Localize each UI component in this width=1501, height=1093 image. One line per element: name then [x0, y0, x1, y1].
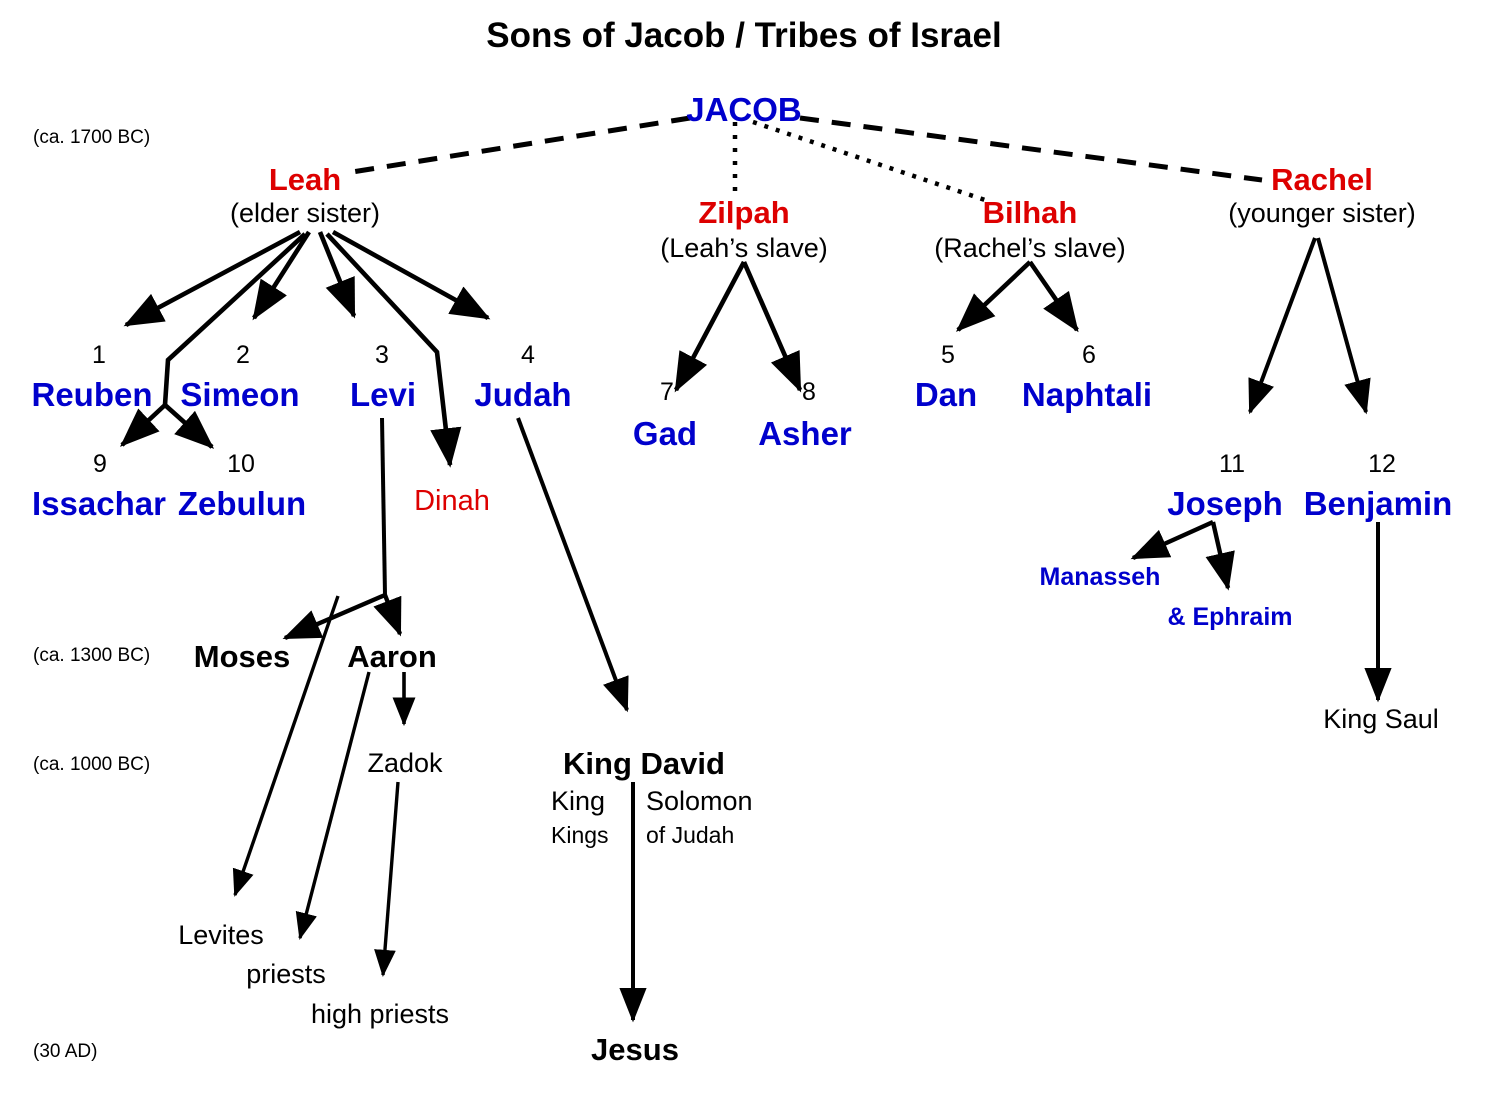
edge-leah-simeon — [252, 230, 311, 321]
edge-aaron-priests — [295, 671, 371, 940]
son-number-3: 3 — [375, 341, 389, 369]
node-jesus: Jesus — [591, 1032, 679, 1067]
king-david-line2-left: King — [551, 786, 606, 816]
king-david-line3-right: of Judah — [646, 822, 735, 848]
era-label-1000bc: (ca. 1000 BC) — [33, 754, 151, 775]
node-zilpah-note: (Leah’s slave) — [660, 233, 828, 263]
son-number-6: 6 — [1082, 341, 1096, 369]
edge-leah-judah — [331, 229, 491, 321]
edge-zadok-high-priests — [374, 781, 400, 978]
node-levites: Levites — [178, 920, 264, 950]
node-gad: Gad — [632, 415, 698, 452]
node-rachel: Rachel — [1271, 162, 1373, 197]
node-rachel-note: (younger sister) — [1228, 198, 1416, 228]
node-judah: Judah — [474, 376, 572, 413]
edge-zilpah-asher — [741, 261, 803, 393]
node-king-saul: King Saul — [1323, 704, 1439, 734]
node-leah-note: (elder sister) — [229, 198, 381, 228]
node-zadok: Zadok — [367, 748, 443, 778]
node-simeon: Simeon — [180, 376, 300, 413]
node-levi: Levi — [349, 376, 417, 413]
edge-bilhah-dan — [955, 260, 1032, 332]
son-number-4: 4 — [521, 341, 535, 369]
edge-jacob-leah — [351, 115, 691, 175]
edge-bilhah-naphtali — [1028, 260, 1079, 333]
node-issachar: Issachar — [32, 485, 166, 522]
era-label-30ad: (30 AD) — [33, 1041, 98, 1062]
son-number-10: 10 — [227, 450, 255, 478]
edge-judah-king-david — [516, 417, 629, 713]
son-number-1: 1 — [92, 341, 106, 369]
son-number-7: 7 — [660, 378, 674, 406]
edge-branch-aaron — [373, 594, 403, 637]
edge-branch-moses — [282, 592, 386, 641]
node-zebulun: Zebulun — [177, 485, 307, 522]
node-jacob: JACOB — [686, 91, 802, 128]
edge-leah-reuben — [123, 229, 302, 328]
node-benjamin: Benjamin — [1303, 485, 1453, 522]
node-priests: priests — [246, 959, 326, 989]
edge-zilpah-gad — [673, 260, 747, 393]
node-high-priests: high priests — [310, 999, 450, 1029]
edge-rachel-joseph — [1248, 237, 1317, 415]
node-aaron: Aaron — [347, 639, 437, 674]
node-leah: Leah — [268, 162, 342, 197]
node-dan: Dan — [914, 376, 978, 413]
edge-joseph-manasseh — [1130, 519, 1214, 561]
king-david-line2-right: Solomon — [646, 786, 753, 816]
node-zilpah: Zilpah — [698, 195, 790, 230]
node-manasseh: Manasseh — [1039, 563, 1161, 591]
node-king-david: King David — [563, 746, 725, 781]
edge-jacob-rachel — [799, 115, 1263, 183]
edge-joseph-ephraim — [1205, 521, 1235, 591]
node-bilhah: Bilhah — [982, 195, 1078, 230]
son-number-2: 2 — [236, 341, 250, 369]
son-number-11: 11 — [1219, 450, 1245, 478]
node-ephraim: & Ephraim — [1167, 603, 1293, 631]
node-reuben: Reuben — [31, 376, 153, 413]
page-title: Sons of Jacob / Tribes of Israel — [486, 16, 1002, 55]
son-number-8: 8 — [802, 378, 816, 406]
edge-jacob-bilhah — [752, 119, 986, 203]
son-number-12: 12 — [1368, 450, 1396, 478]
node-naphtali: Naphtali — [1021, 376, 1153, 413]
edge-rachel-benjamin — [1316, 237, 1371, 415]
node-moses: Moses — [193, 639, 291, 674]
edge-levi-branch — [380, 417, 387, 596]
node-dinah: Dinah — [414, 485, 490, 517]
node-asher: Asher — [758, 415, 852, 452]
era-label-1300bc: (ca. 1300 BC) — [33, 645, 151, 666]
edge-leah-levi — [317, 231, 357, 319]
king-david-line3-left: Kings — [551, 822, 609, 848]
son-number-5: 5 — [941, 341, 955, 369]
era-label-1700bc: (ca. 1700 BC) — [33, 127, 151, 148]
node-joseph: Joseph — [1167, 485, 1283, 522]
son-number-9: 9 — [93, 450, 107, 478]
node-bilhah-note: (Rachel’s slave) — [934, 233, 1126, 263]
